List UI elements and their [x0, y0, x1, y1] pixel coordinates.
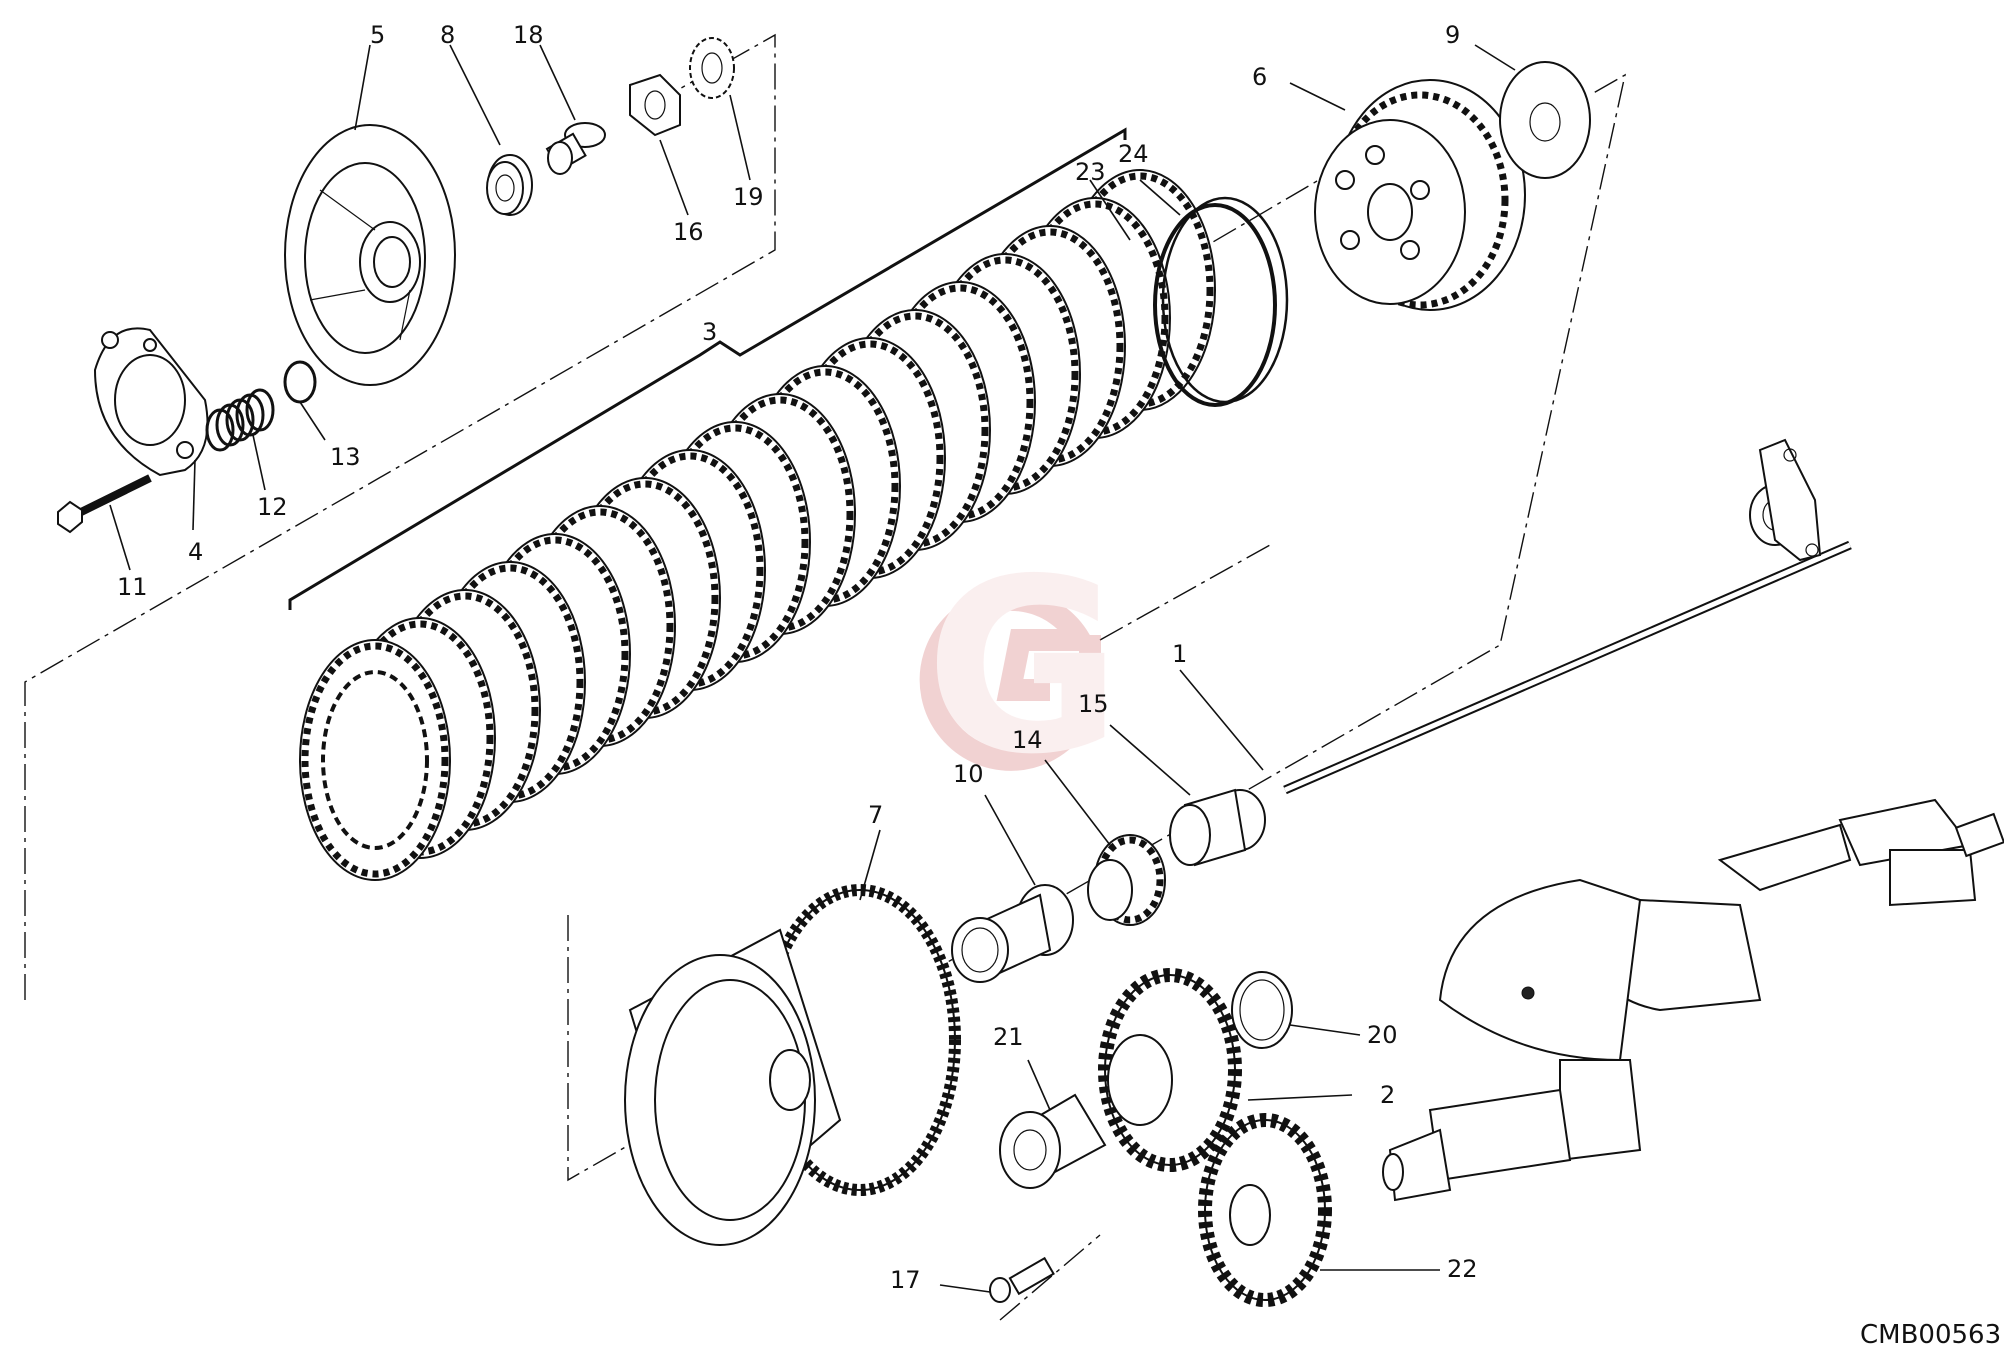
shim-washer-part	[1231, 971, 1293, 1049]
callout-20: 20	[1367, 1021, 1398, 1049]
primary-gear-part	[1098, 968, 1242, 1172]
callout-16: 16	[673, 218, 704, 246]
callout-4: 4	[188, 538, 203, 566]
callout-13: 13	[330, 443, 361, 471]
callout-9: 9	[1445, 21, 1460, 49]
retaining-ring-part	[283, 360, 317, 404]
clutch-pack-bracket	[288, 127, 1127, 610]
callout-8: 8	[440, 21, 455, 49]
spring-part	[205, 388, 275, 452]
bolt-part	[57, 474, 152, 534]
callout-11: 11	[117, 573, 148, 601]
callout-22: 22	[1447, 1255, 1478, 1283]
circlip-ring-23	[1153, 203, 1277, 407]
callout-19: 19	[733, 183, 764, 211]
callout-17: 17	[890, 1266, 921, 1294]
callout-6: 6	[1252, 63, 1267, 91]
callout-1: 1	[1172, 640, 1187, 668]
bush-part-15	[1169, 788, 1266, 867]
callout-18: 18	[513, 21, 544, 49]
clutch-cover-plate-part	[93, 327, 209, 477]
bearing-part	[486, 154, 533, 216]
nut-part	[629, 73, 681, 137]
circlip-ring-24	[1161, 196, 1289, 404]
callout-7: 7	[868, 801, 883, 829]
pushrod-part	[1283, 540, 1852, 795]
screw-part	[989, 1256, 1055, 1303]
callout-21: 21	[993, 1023, 1024, 1051]
callout-5: 5	[370, 21, 385, 49]
callout-labels: 1 2 3 4 5 6 7 8 9 10 11 12 13 14 15 16 1…	[117, 21, 1478, 1294]
bush-part-21	[999, 1093, 1107, 1189]
pushrod-end-fitting	[1749, 438, 1822, 562]
crank-gear-part	[1198, 1113, 1332, 1307]
callout-3: 3	[702, 318, 717, 346]
callout-14: 14	[1012, 726, 1043, 754]
callout-15: 15	[1078, 690, 1109, 718]
pressure-plate-part	[284, 124, 456, 386]
callout-12: 12	[257, 493, 288, 521]
callout-23: 23	[1075, 158, 1106, 186]
pushrod-bush-part	[545, 122, 606, 175]
watermark-letter: G	[925, 527, 1122, 807]
spacer-part	[951, 884, 1074, 983]
clutch-housing-part	[624, 884, 961, 1246]
drawing-code: CMB00563	[1860, 1320, 2001, 1350]
callout-10: 10	[953, 760, 984, 788]
callout-24: 24	[1118, 140, 1149, 168]
callout-2: 2	[1380, 1081, 1395, 1109]
clutch-hub-part	[1314, 79, 1526, 311]
callout-leader-lines	[109, 44, 1516, 1293]
watermark-logo: G	[919, 527, 1122, 807]
crankshaft-part	[1382, 798, 2004, 1202]
thrust-washer-part	[1499, 61, 1591, 179]
needle-bearing-part	[1087, 834, 1166, 926]
lock-washer-part	[689, 37, 735, 99]
